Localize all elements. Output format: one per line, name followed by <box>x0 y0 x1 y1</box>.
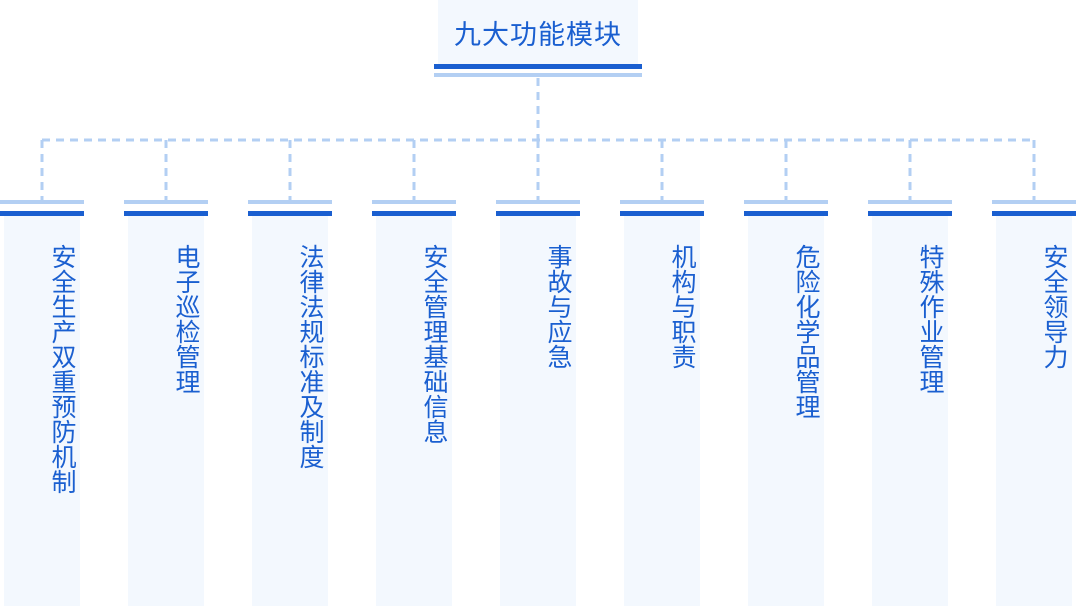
module-panel: 安全生产双重预防机制 <box>4 216 80 606</box>
module-panel: 电子巡检管理 <box>128 216 204 606</box>
root-underline-dark <box>434 64 642 69</box>
module-0: 安全生产双重预防机制 <box>0 200 84 606</box>
module-label: 安全领导力 <box>1040 244 1069 369</box>
module-bar-dark <box>868 211 952 216</box>
module-bar-light <box>992 200 1076 204</box>
module-1: 电子巡检管理 <box>124 200 208 606</box>
module-bar-light <box>0 200 84 204</box>
module-label: 安全管理基础信息 <box>420 244 449 444</box>
module-panel: 危险化学品管理 <box>748 216 824 606</box>
module-4: 事故与应急 <box>496 200 580 606</box>
module-label: 电子巡检管理 <box>172 244 201 394</box>
module-bar-dark <box>372 211 456 216</box>
module-panel: 事故与应急 <box>500 216 576 606</box>
module-label: 机构与职责 <box>668 244 697 369</box>
module-bar-dark <box>744 211 828 216</box>
module-bar-light <box>620 200 704 204</box>
root-title: 九大功能模块 <box>454 19 622 51</box>
module-label: 危险化学品管理 <box>792 244 821 419</box>
module-bar-light <box>248 200 332 204</box>
module-bar-light <box>744 200 828 204</box>
module-bar-dark <box>496 211 580 216</box>
module-panel: 特殊作业管理 <box>872 216 948 606</box>
module-label: 法律法规标准及制度 <box>296 244 325 469</box>
module-label: 安全生产双重预防机制 <box>48 244 77 494</box>
module-bar-dark <box>992 211 1076 216</box>
root-node: 九大功能模块 <box>438 0 638 64</box>
module-bar-dark <box>248 211 332 216</box>
module-panel: 机构与职责 <box>624 216 700 606</box>
module-panel: 安全管理基础信息 <box>376 216 452 606</box>
module-label: 事故与应急 <box>544 244 573 369</box>
module-panel: 安全领导力 <box>996 216 1072 606</box>
module-2: 法律法规标准及制度 <box>248 200 332 606</box>
module-bar-light <box>124 200 208 204</box>
root-underline-light <box>434 73 642 77</box>
module-3: 安全管理基础信息 <box>372 200 456 606</box>
module-bar-light <box>372 200 456 204</box>
module-8: 安全领导力 <box>992 200 1076 606</box>
module-panel: 法律法规标准及制度 <box>252 216 328 606</box>
module-label: 特殊作业管理 <box>916 244 945 394</box>
module-bar-light <box>868 200 952 204</box>
module-bar-dark <box>124 211 208 216</box>
module-7: 特殊作业管理 <box>868 200 952 606</box>
module-5: 机构与职责 <box>620 200 704 606</box>
module-bar-dark <box>0 211 84 216</box>
module-bar-dark <box>620 211 704 216</box>
module-6: 危险化学品管理 <box>744 200 828 606</box>
module-bar-light <box>496 200 580 204</box>
